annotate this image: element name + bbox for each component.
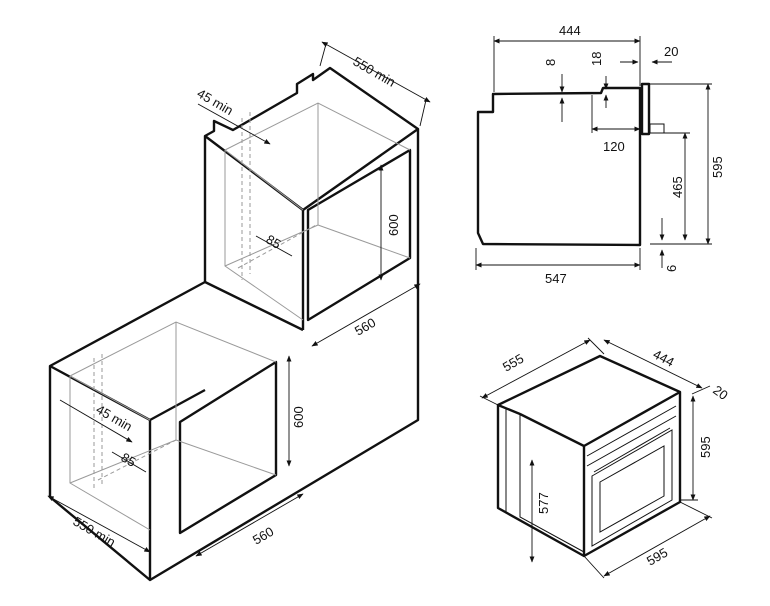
side-inner-height-dimension: 465 [664,132,690,241]
oven-body-height-label: 577 [536,492,551,514]
upper-niche-interior [224,102,411,321]
side-bottom-gap-label: 6 [664,265,679,272]
lower-niche-side [178,360,278,535]
upper-width-label: 560 [352,315,378,339]
lower-rear-label: 85 [119,450,139,470]
side-rail-label: 120 [603,139,625,154]
lower-height-dimension: 600 [286,355,306,467]
oven-door [591,429,673,547]
upper-rear-label: 85 [264,232,284,252]
lower-rear-slot [93,354,177,488]
upper-depth-dimension: 550 min [319,41,431,127]
side-depth-dimension: 444 [493,23,641,92]
upper-rear-dimension: 85 [255,232,293,257]
isometric-cabinet: 550 min 45 min 600 560 85 45 min 85 [47,41,431,582]
oven-depth-dimension: 555 [479,337,605,407]
side-total-depth-label: 547 [545,271,567,286]
side-bottom-gap-dimension: 6 [659,218,679,272]
lower-niche-interior [69,321,277,531]
lower-rear-dimension: 85 [111,450,147,473]
side-depth-label: 444 [559,23,581,38]
upper-height-label: 600 [386,214,401,236]
side-panel-step-label: 18 [589,52,604,66]
lower-depth-dimension: 550 min [47,495,151,553]
upper-rear-slot [237,112,319,280]
side-panel-step-dimension: 18 [589,52,609,108]
lower-vent-label: 45 min [94,402,135,435]
oven-front-frame [497,390,681,556]
oven-body [496,354,682,558]
oven-handle [593,427,671,473]
oven-control-knob [649,123,665,134]
side-total-depth-dimension: 547 [475,248,641,286]
side-view: 444 8 18 20 120 595 [475,23,725,286]
upper-height-dimension: 600 [378,164,401,281]
lower-width-label: 560 [250,524,276,548]
upper-depth-label: 550 min [351,54,399,90]
lower-height-label: 600 [291,406,306,428]
oven-door-dimension: 20 [691,382,731,403]
oven-front-height-label: 595 [698,436,713,458]
oven-front-height-dimension: 595 [680,395,713,501]
side-top-step-dimension: 8 [543,59,565,122]
lower-width-dimension: 560 [195,493,304,557]
oven-door-label: 20 [710,382,731,403]
oven-door-panel [640,82,651,136]
side-height-dimension: 595 [650,83,725,245]
oven-control-panel [586,405,677,467]
oven-depth-label: 555 [500,351,526,375]
side-rail-dimension: 120 [591,95,641,154]
side-height-label: 595 [710,156,725,178]
oven-side-profile [476,86,642,247]
side-door-dimension: 20 [620,44,678,65]
oven-front-width-label: 595 [644,545,670,569]
side-top-step-label: 8 [543,59,558,66]
oven-body-height-dimension: 577 [529,459,551,563]
side-door-label: 20 [664,44,678,59]
oven-isometric: 555 444 20 595 577 595 [479,337,731,579]
oven-side-face [505,409,585,553]
lower-depth-label: 550 min [71,514,119,550]
upper-width-dimension: 560 [311,283,421,347]
oven-width-top-label: 444 [651,346,677,369]
side-inner-height-label: 465 [670,176,685,198]
